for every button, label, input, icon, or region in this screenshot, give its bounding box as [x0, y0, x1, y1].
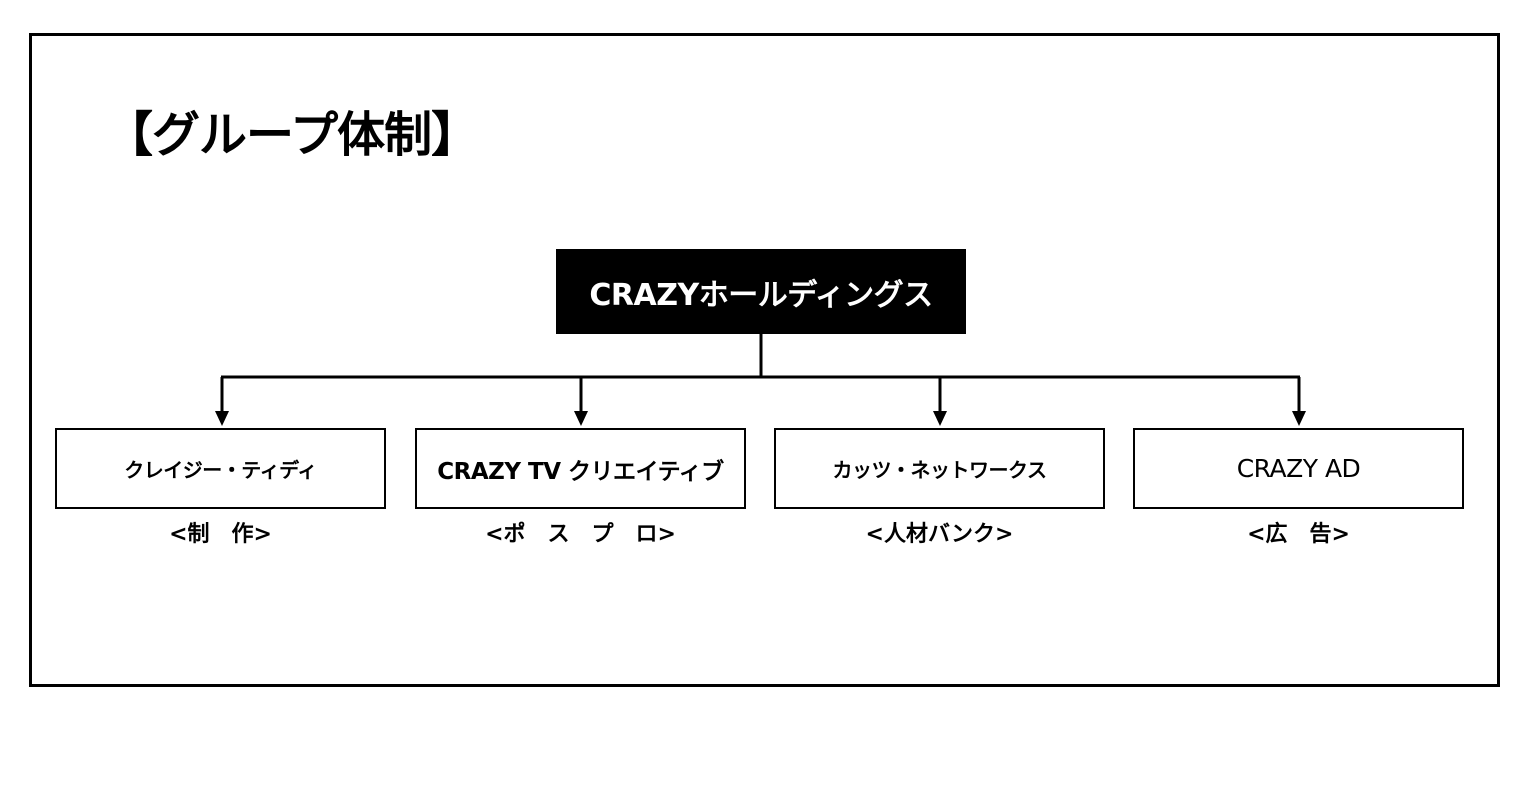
company-node-label: クレイジー・ティディ: [124, 458, 317, 482]
company-role-label: <ポ ス プ ロ>: [485, 522, 676, 547]
company-node-label: CRAZY AD: [1236, 454, 1361, 483]
company-role-label: <広 告>: [1247, 522, 1350, 547]
company-node-crazy-tv-creative: CRAZY TV クリエイティブ: [415, 428, 746, 509]
company-role-label: <制 作>: [169, 522, 272, 547]
diagram-frame: [29, 33, 1500, 687]
company-role-label: <人材バンク>: [865, 522, 1014, 547]
root-node-label: CRAZYホールディングス: [589, 277, 933, 313]
company-node-cuts-networks: カッツ・ネットワークス: [774, 428, 1105, 509]
company-node-label: カッツ・ネットワークス: [832, 458, 1047, 482]
company-node-craziy-tidy: クレイジー・ティディ: [55, 428, 386, 509]
company-node-crazy-ad: CRAZY AD: [1133, 428, 1464, 509]
diagram-title: 【グループ体制】: [105, 107, 479, 163]
root-node-holdings: CRAZYホールディングス: [556, 249, 966, 334]
company-node-label: CRAZY TV クリエイティブ: [437, 458, 724, 485]
